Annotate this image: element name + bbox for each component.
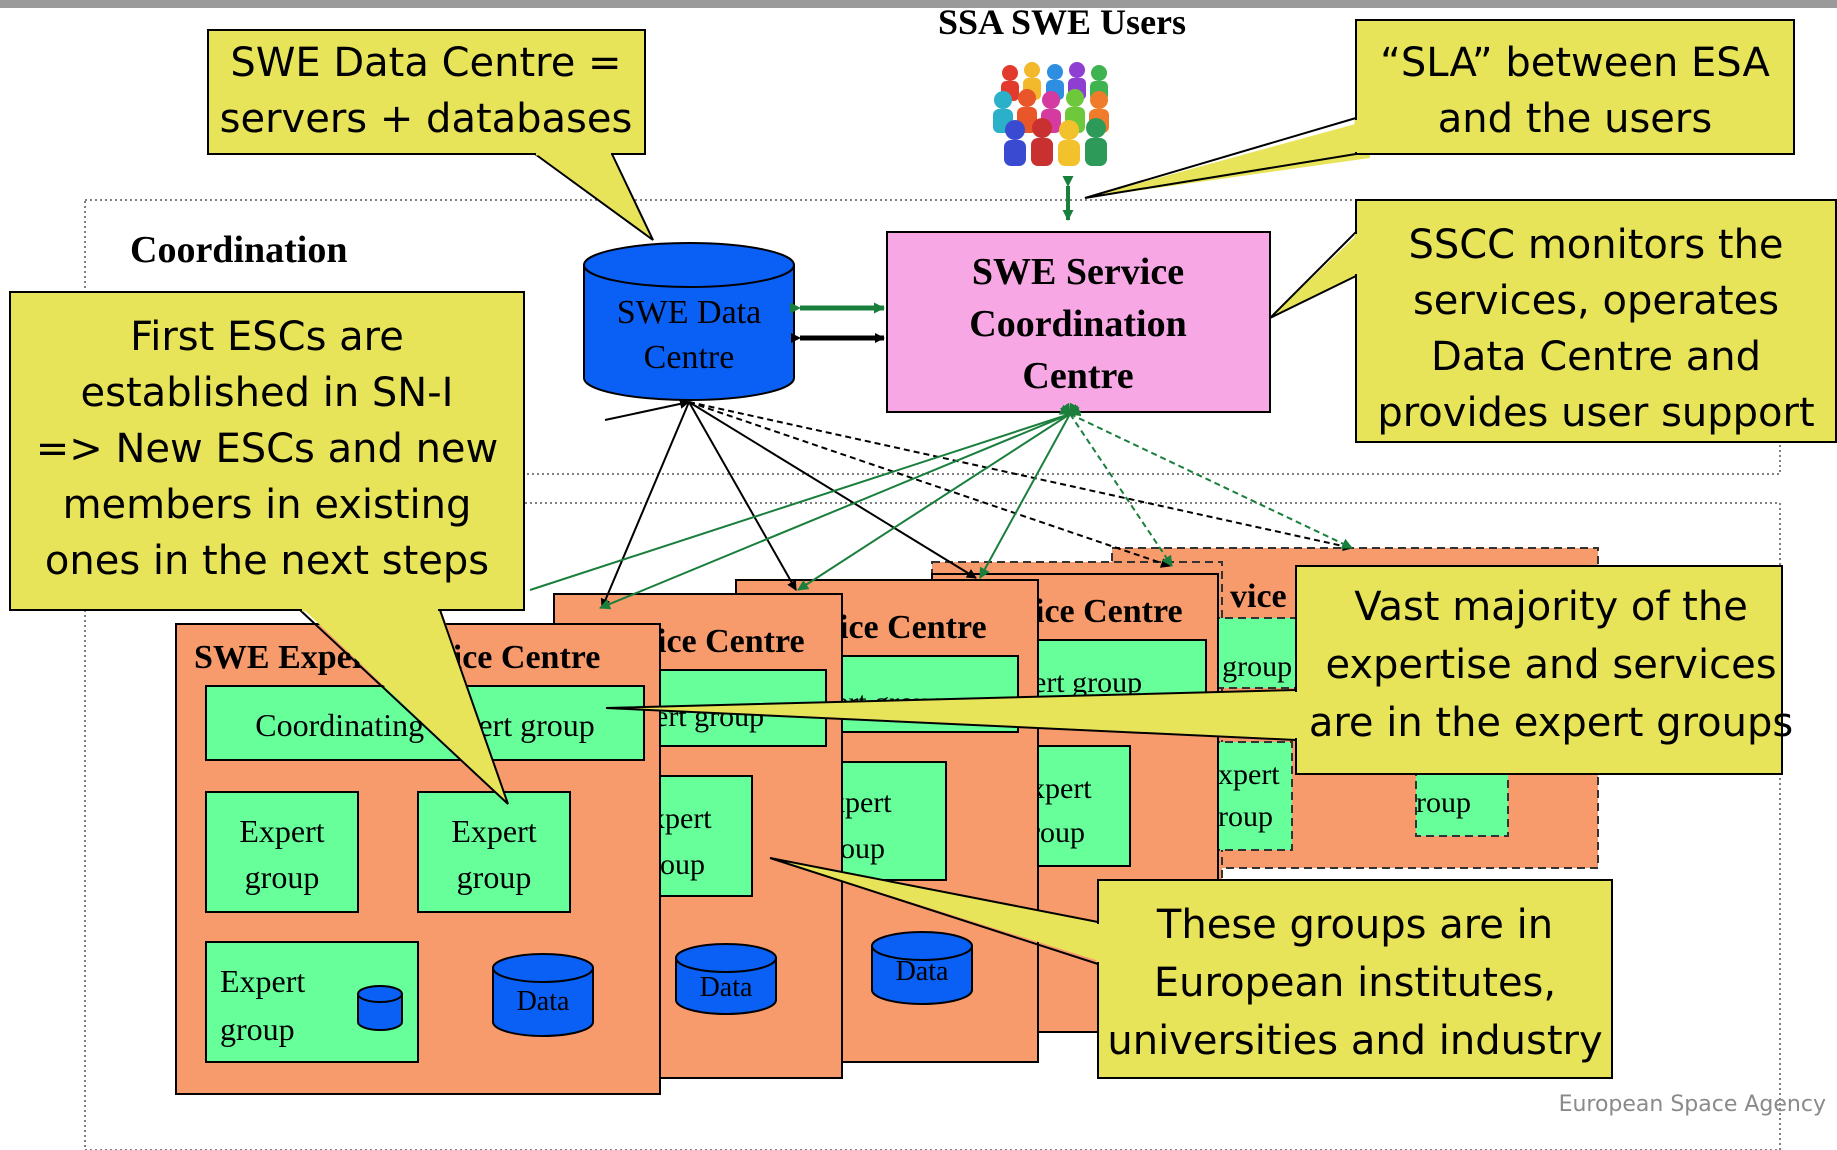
svg-text:Vast majority of the: Vast majority of the	[1354, 584, 1748, 630]
svg-text:Expert: Expert	[220, 963, 305, 999]
expert-group-box-2	[417, 791, 571, 913]
data-centre-cylinder	[583, 242, 795, 401]
svg-text:European institutes,: European institutes,	[1154, 960, 1556, 1006]
esc-centre-main: SWE Expert Service Centre Coordinating e…	[175, 623, 661, 1095]
svg-text:ones in the next steps: ones in the next steps	[45, 538, 489, 584]
coordination-label: Coordination	[130, 229, 347, 271]
svg-text:and the users: and the users	[1438, 96, 1712, 142]
svg-text:SWE Data Centre =: SWE Data Centre =	[230, 40, 621, 86]
svg-text:vice Centre: vice Centre	[822, 609, 987, 646]
svg-text:group: group	[220, 1011, 295, 1047]
sscc-label-line1: SWE Service	[972, 251, 1184, 293]
svg-text:=> New ESCs and new: => New ESCs and new	[36, 426, 499, 472]
callout-expertise: Vast majority of the expertise and servi…	[605, 565, 1793, 775]
svg-text:roup: roup	[1030, 816, 1085, 849]
sscc-label-line2: Coordination	[969, 303, 1186, 345]
expert-group-box-1	[205, 791, 359, 913]
data-cylinder-main	[492, 953, 594, 1037]
svg-text:“SLA” between ESA: “SLA” between ESA	[1380, 40, 1770, 86]
svg-text:established in SN-I: established in SN-I	[81, 370, 454, 416]
svg-text:These groups are in: These groups are in	[1156, 902, 1553, 948]
svg-text:First ESCs are: First ESCs are	[130, 314, 404, 360]
svg-text:Data: Data	[896, 956, 949, 987]
sscc-links	[529, 402, 1353, 610]
svg-text:xpert: xpert	[1030, 772, 1092, 805]
svg-text:SSCC monitors the: SSCC monitors the	[1408, 222, 1783, 268]
callout-sscc: SSCC monitors the services, operates Dat…	[1269, 199, 1837, 443]
callout-data-centre: SWE Data Centre = servers + databases	[207, 29, 654, 241]
svg-text:roup: roup	[1416, 786, 1471, 819]
top-bar	[0, 0, 1837, 8]
callout-escs: First ESCs are established in SN-I => Ne…	[9, 291, 525, 805]
svg-text:vice Centre: vice Centre	[640, 623, 805, 660]
sscc-box	[886, 231, 1271, 413]
svg-text:Expert: Expert	[451, 813, 536, 849]
sscc-label-line3: Centre	[1022, 355, 1133, 397]
data-centre-label-line2: Centre	[644, 339, 735, 376]
svg-text:provides user support: provides user support	[1377, 390, 1814, 436]
svg-text:group: group	[457, 859, 532, 895]
experts-frame	[84, 502, 1781, 1150]
svg-text:Expert: Expert	[239, 813, 324, 849]
svg-text:services, operates: services, operates	[1413, 278, 1779, 324]
svg-text:members in existing: members in existing	[63, 482, 472, 528]
svg-text:xpert: xpert	[1218, 758, 1280, 791]
data-centre-label-line1: SWE Data	[617, 294, 761, 331]
callout-groups: These groups are in European institutes,…	[769, 857, 1613, 1079]
svg-text:expertise and services: expertise and services	[1325, 642, 1776, 688]
footer-agency: European Space Agency	[1559, 1092, 1826, 1117]
data-label-main: Data	[517, 986, 570, 1017]
people-crowd-icon	[993, 62, 1109, 166]
svg-text:servers + databases: servers + databases	[220, 96, 633, 142]
svg-text:are in the expert groups: are in the expert groups	[1309, 700, 1793, 746]
svg-text:vice Centre: vice Centre	[1018, 593, 1183, 630]
svg-text:roup: roup	[1218, 800, 1273, 833]
svg-text:Data Centre and: Data Centre and	[1431, 334, 1761, 380]
svg-text:universities and industry: universities and industry	[1107, 1018, 1602, 1064]
svg-text:Data: Data	[700, 972, 753, 1003]
small-database-icon	[357, 985, 403, 1031]
users-title: SSA SWE Users	[938, 2, 1186, 42]
svg-text:group: group	[245, 859, 320, 895]
callout-sla: “SLA” between ESA and the users	[1084, 19, 1795, 199]
